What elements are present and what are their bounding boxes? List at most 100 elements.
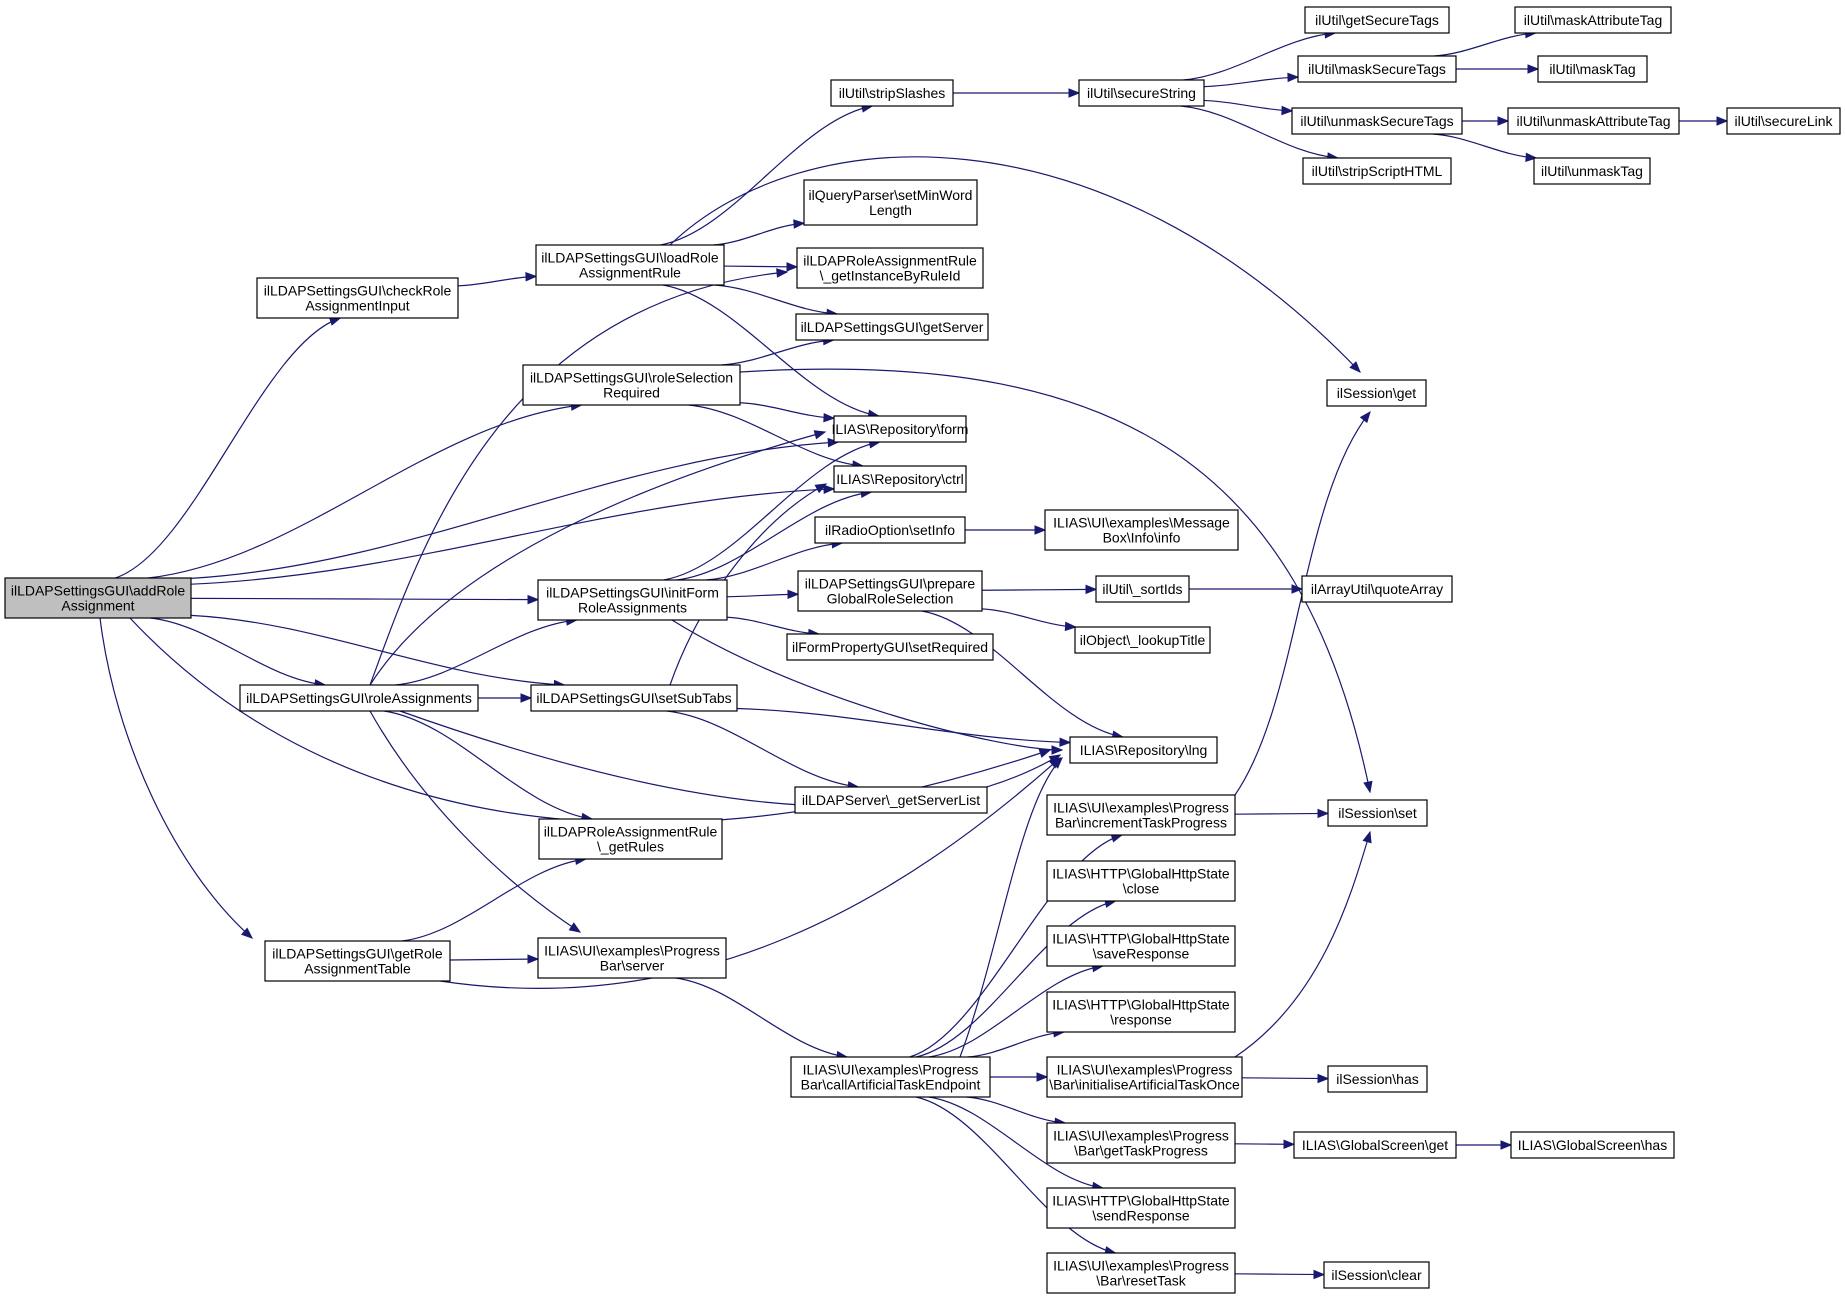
edge-addRole-to-lng-arrowhead bbox=[1038, 748, 1052, 758]
node-sessHas[interactable]: ilSession\has bbox=[1327, 1065, 1428, 1093]
node-getServerList[interactable]: ilLDAPServer\_getServerList bbox=[794, 786, 988, 814]
edge-addRole-to-getRoleTable-arrowhead bbox=[240, 927, 254, 939]
node-maskSecureTags[interactable]: ilUtil\maskSecureTags bbox=[1297, 55, 1457, 83]
node-label: ILIAS\HTTP\GlobalHttpState bbox=[1052, 1193, 1230, 1209]
node-label: ilSession\clear bbox=[1331, 1267, 1422, 1283]
edge-sortIds-to-quoteArray-arrowhead bbox=[1291, 584, 1304, 594]
node-httpSave[interactable]: ILIAS\HTTP\GlobalHttpState\saveResponse bbox=[1046, 925, 1236, 967]
edge-resetTask-to-sessClear-arrowhead bbox=[1313, 1269, 1326, 1280]
node-gsHas[interactable]: ILIAS\GlobalScreen\has bbox=[1510, 1131, 1675, 1159]
node-label: ilUtil\_sortIds bbox=[1102, 581, 1182, 597]
node-incTask[interactable]: ILIAS\UI\examples\ProgressBar\incrementT… bbox=[1046, 794, 1236, 836]
node-box bbox=[1537, 55, 1648, 83]
node-box bbox=[1304, 6, 1450, 34]
node-label: \sendResponse bbox=[1092, 1208, 1190, 1224]
edge-prepareGlobal-to-sortIds-arrowhead bbox=[1085, 584, 1098, 595]
node-callArtificial[interactable]: ILIAS\UI\examples\ProgressBar\callArtifi… bbox=[790, 1056, 991, 1098]
node-label: ilUtil\maskAttributeTag bbox=[1524, 12, 1663, 28]
node-maskAttr[interactable]: ilUtil\maskAttributeTag bbox=[1514, 6, 1672, 34]
node-box bbox=[1302, 157, 1452, 185]
edge-roleSel-to-ctrl bbox=[688, 404, 863, 467]
node-box bbox=[1046, 925, 1236, 967]
node-getInstance[interactable]: ilLDAPRoleAssignmentRule\_getInstanceByR… bbox=[796, 247, 984, 289]
edge-initOnce-to-sessSet-arrowhead bbox=[1362, 830, 1372, 844]
node-initForm[interactable]: ilLDAPSettingsGUI\initFormRoleAssignment… bbox=[537, 579, 728, 621]
node-stripScript[interactable]: ilUtil\stripScriptHTML bbox=[1302, 157, 1452, 185]
node-label: ILIAS\Repository\lng bbox=[1080, 742, 1208, 758]
node-unmaskTag[interactable]: ilUtil\unmaskTag bbox=[1533, 157, 1651, 185]
node-box bbox=[1323, 1261, 1430, 1289]
edge-addRole-to-ctrl bbox=[190, 488, 835, 585]
node-box bbox=[239, 684, 479, 712]
node-sessSet[interactable]: ilSession\set bbox=[1327, 799, 1428, 827]
node-setInfo[interactable]: ilRadioOption\setInfo bbox=[814, 516, 966, 544]
node-setRequired[interactable]: ilFormPropertyGUI\setRequired bbox=[786, 633, 994, 661]
node-httpClose[interactable]: ILIAS\HTTP\GlobalHttpState\close bbox=[1046, 860, 1236, 902]
node-label: ilUtil\secureLink bbox=[1734, 113, 1833, 129]
edge-secureString-to-getSecureTags bbox=[1183, 32, 1336, 81]
edge-addRole-to-form-arrowhead bbox=[827, 437, 840, 448]
node-label: ilLDAPSettingsGUI\prepare bbox=[805, 576, 976, 592]
edge-callArtificial-to-httpClose bbox=[915, 900, 1116, 1058]
node-lookupTitle[interactable]: ilObject\_lookupTitle bbox=[1074, 626, 1211, 654]
node-label: ilUtil\getSecureTags bbox=[1315, 12, 1439, 28]
node-initOnce[interactable]: ILIAS\UI\examples\Progress\Bar\initialis… bbox=[1046, 1056, 1243, 1098]
node-sortIds[interactable]: ilUtil\_sortIds bbox=[1095, 575, 1190, 603]
node-getRules[interactable]: ilLDAPRoleAssignmentRule\_getRules bbox=[538, 818, 723, 860]
node-box bbox=[1326, 379, 1427, 407]
edge-incTask-to-sessGet-arrowhead bbox=[1359, 410, 1371, 424]
node-box bbox=[1507, 107, 1680, 135]
node-checkRole[interactable]: ilLDAPSettingsGUI\checkRoleAssignmentInp… bbox=[256, 277, 459, 319]
edge-secureString-to-maskSecureTags-arrowhead bbox=[1287, 72, 1300, 83]
node-label: \response bbox=[1110, 1012, 1172, 1028]
node-unmaskSecureTags[interactable]: ilUtil\unmaskSecureTags bbox=[1291, 107, 1463, 135]
node-httpResponse[interactable]: ILIAS\HTTP\GlobalHttpState\response bbox=[1046, 991, 1236, 1033]
node-label: \_getRules bbox=[597, 839, 664, 855]
node-box bbox=[1726, 107, 1841, 135]
node-label: Bar\incrementTaskProgress bbox=[1055, 815, 1227, 831]
node-prepareGlobal[interactable]: ilLDAPSettingsGUI\prepareGlobalRoleSelec… bbox=[797, 570, 983, 612]
node-label: ilArrayUtil\quoteArray bbox=[1311, 581, 1443, 597]
node-label: ILIAS\UI\examples\Message bbox=[1053, 515, 1230, 531]
node-maskTag[interactable]: ilUtil\maskTag bbox=[1537, 55, 1648, 83]
node-label: ilLDAPSettingsGUI\getRole bbox=[272, 946, 443, 962]
node-ctrl[interactable]: ILIAS\Repository\ctrl bbox=[833, 465, 967, 493]
node-getTaskProg[interactable]: ILIAS\UI\examples\Progress\Bar\getTaskPr… bbox=[1046, 1122, 1236, 1164]
edge-getRoleTable-to-lng bbox=[439, 757, 1061, 989]
node-label: ilUtil\maskSecureTags bbox=[1308, 61, 1446, 77]
node-label: ilLDAPSettingsGUI\checkRole bbox=[264, 283, 452, 299]
node-sessGet[interactable]: ilSession\get bbox=[1326, 379, 1427, 407]
node-secureString[interactable]: ilUtil\secureString bbox=[1078, 79, 1205, 107]
node-resetTask[interactable]: ILIAS\UI\examples\Progress\Bar\resetTask bbox=[1046, 1252, 1236, 1294]
node-label: ILIAS\UI\examples\Progress bbox=[1053, 1128, 1229, 1144]
node-roleAssign[interactable]: ilLDAPSettingsGUI\roleAssignments bbox=[239, 684, 479, 712]
node-lng[interactable]: ILIAS\Repository\lng bbox=[1069, 736, 1218, 764]
node-box bbox=[522, 364, 741, 406]
node-secureLink[interactable]: ilUtil\secureLink bbox=[1726, 107, 1841, 135]
node-gsGet[interactable]: ILIAS\GlobalScreen\get bbox=[1293, 1131, 1457, 1159]
edge-resetTask-to-sessClear bbox=[1234, 1273, 1325, 1276]
node-quoteArray[interactable]: ilArrayUtil\quoteArray bbox=[1301, 575, 1453, 603]
edge-stripSlashes-to-secureString-arrowhead bbox=[1068, 88, 1081, 98]
node-getSecureTags[interactable]: ilUtil\getSecureTags bbox=[1304, 6, 1450, 34]
node-httpSend[interactable]: ILIAS\HTTP\GlobalHttpState\sendResponse bbox=[1046, 1187, 1236, 1229]
node-unmaskAttr[interactable]: ilUtil\unmaskAttributeTag bbox=[1507, 107, 1680, 135]
node-label: AssignmentRule bbox=[579, 265, 681, 281]
node-box bbox=[537, 937, 727, 979]
node-label: ilLDAPSettingsGUI\roleSelection bbox=[530, 370, 733, 386]
edge-callArtificial-to-httpSave bbox=[928, 965, 1103, 1058]
node-getServer[interactable]: ilLDAPSettingsGUI\getServer bbox=[795, 313, 989, 341]
node-sessClear[interactable]: ilSession\clear bbox=[1323, 1261, 1430, 1289]
node-setSubTabs[interactable]: ilLDAPSettingsGUI\setSubTabs bbox=[530, 684, 738, 712]
node-stripSlashes[interactable]: ilUtil\stripSlashes bbox=[830, 79, 954, 107]
node-form[interactable]: ILIAS\Repository\form bbox=[832, 415, 969, 443]
node-box bbox=[1046, 1056, 1243, 1098]
edge-setSubTabs-to-ctrl-arrowhead bbox=[814, 483, 828, 494]
